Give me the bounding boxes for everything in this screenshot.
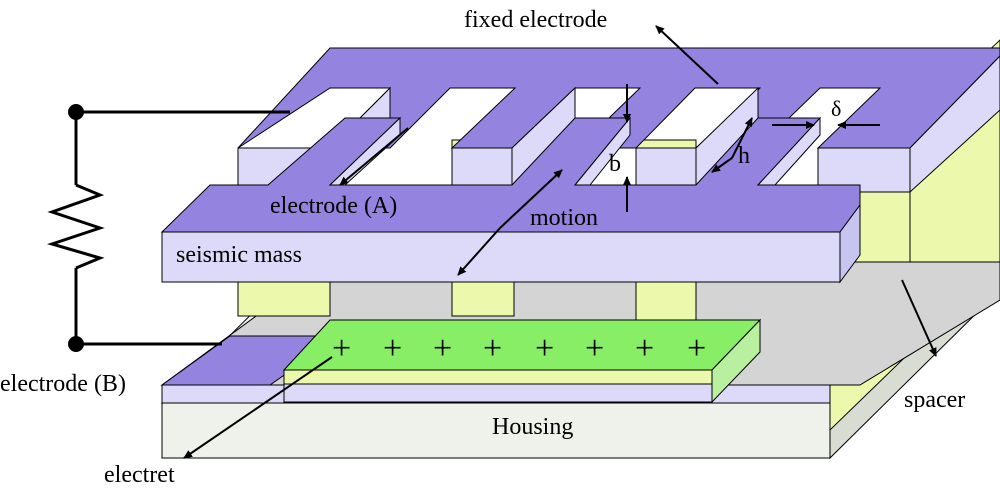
charge-sign: + [535, 330, 555, 367]
electret [282, 318, 762, 404]
label-motion: motion [530, 205, 599, 231]
charge-sign: + [687, 330, 707, 367]
label-b: b [609, 151, 621, 177]
resistor [46, 183, 105, 270]
dimension-markers [623, 84, 880, 212]
charge-sign: + [332, 330, 352, 367]
label-h: h [738, 143, 750, 169]
terminal-top [68, 104, 84, 120]
circuit [46, 104, 290, 352]
leader-arrows [183, 25, 937, 459]
charge-sign: + [585, 330, 605, 367]
label-spacer: spacer [904, 387, 966, 413]
electret-base [283, 383, 713, 403]
label-electrode-a: electrode (A) [270, 193, 398, 219]
label-seismic-mass: seismic mass [176, 242, 302, 268]
seismic-mass-front [161, 231, 841, 283]
electret-front [283, 369, 713, 385]
charge-sign: + [635, 330, 655, 367]
terminal-bottom [68, 336, 84, 352]
label-fixed-electrode: fixed electrode [464, 7, 608, 33]
label-electrode-b: electrode (B) [0, 371, 126, 397]
label-delta: δ [831, 96, 842, 121]
label-housing: Housing [492, 414, 574, 440]
housing-front [161, 402, 831, 459]
label-electret: electret [104, 462, 175, 488]
charge-sign: + [383, 330, 403, 367]
seismic-mass [160, 116, 861, 284]
charge-sign: + [433, 330, 453, 367]
charge-sign: + [483, 330, 503, 367]
